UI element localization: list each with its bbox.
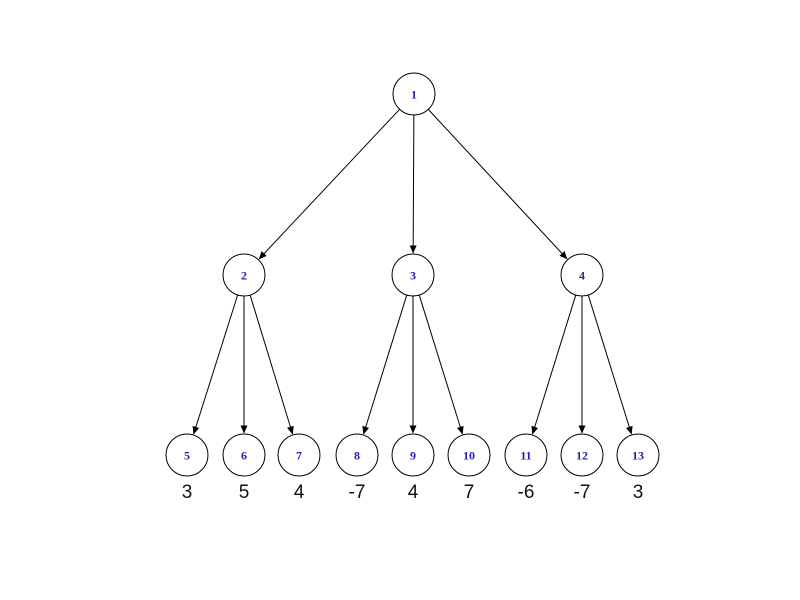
tree-node-label: 13 [632,449,644,463]
tree-node-label: 11 [520,449,531,463]
tree-node-circle-6 [222,433,266,477]
tree-node: 5 [165,433,209,477]
tree-edge-1-3 [409,114,417,254]
tree-node: 11 [504,433,548,477]
tree-node: 1 [392,72,436,116]
leaf-value: 5 [239,482,250,503]
tree-node-circle-3 [391,253,435,297]
edges-layer [192,108,633,435]
tree-edge-1-2 [258,108,400,260]
tree-edge-4-11 [531,294,577,435]
tree-node-circle-10 [447,433,491,477]
tree-edge-1-4 [427,109,568,260]
tree-node-label: 4 [579,269,585,283]
tree-node: 6 [222,433,266,477]
tree-node: 12 [560,433,604,477]
leaf-values-layer: 3 5 4 -7 4 7 -6 -7 3 [182,482,644,503]
tree-node-label: 12 [576,449,588,463]
tree-edge-2-7 [249,294,294,435]
tree-node-circle-12 [560,433,604,477]
tree-node-label: 5 [184,449,190,463]
tree-node-circle-8 [335,433,379,477]
tree-node-label: 8 [354,449,360,463]
tree-edge-3-10 [418,294,464,435]
tree-node: 3 [391,253,435,297]
tree-node-circle-11 [504,433,548,477]
tree-node-circle-2 [222,253,266,297]
tree-node-label: 2 [241,269,247,283]
leaf-value: 4 [294,482,305,503]
leaf-value: -7 [574,482,591,503]
tree-node: 7 [277,433,321,477]
leaf-value: 3 [633,482,644,503]
leaf-value: 3 [182,482,193,503]
tree-node-circle-5 [165,433,209,477]
tree-node: 10 [447,433,491,477]
leaf-value: 7 [464,482,475,503]
tree-node-label: 10 [463,449,475,463]
tree-node: 8 [335,433,379,477]
tree-edge-4-13 [587,294,633,435]
tree-node: 9 [391,433,435,477]
leaf-value: 4 [408,482,419,503]
leaf-value: -7 [349,482,366,503]
tree-node-circle-1 [392,72,436,116]
leaf-value: -6 [518,482,535,503]
tree-node-label: 9 [410,449,416,463]
tree-edge-3-8 [362,294,408,435]
tree-edge-2-5 [192,294,239,435]
tree-node-circle-4 [560,253,604,297]
tree-node-circle-9 [391,433,435,477]
tree-node: 13 [616,433,660,477]
tree-node-circle-7 [277,433,321,477]
tree-node: 2 [222,253,266,297]
tree-node-label: 6 [241,449,247,463]
tree-node-label: 1 [411,88,417,102]
tree-node-label: 7 [296,449,302,463]
tree-node-circle-13 [616,433,660,477]
tree-node-label: 3 [410,269,416,283]
tree-node: 4 [560,253,604,297]
